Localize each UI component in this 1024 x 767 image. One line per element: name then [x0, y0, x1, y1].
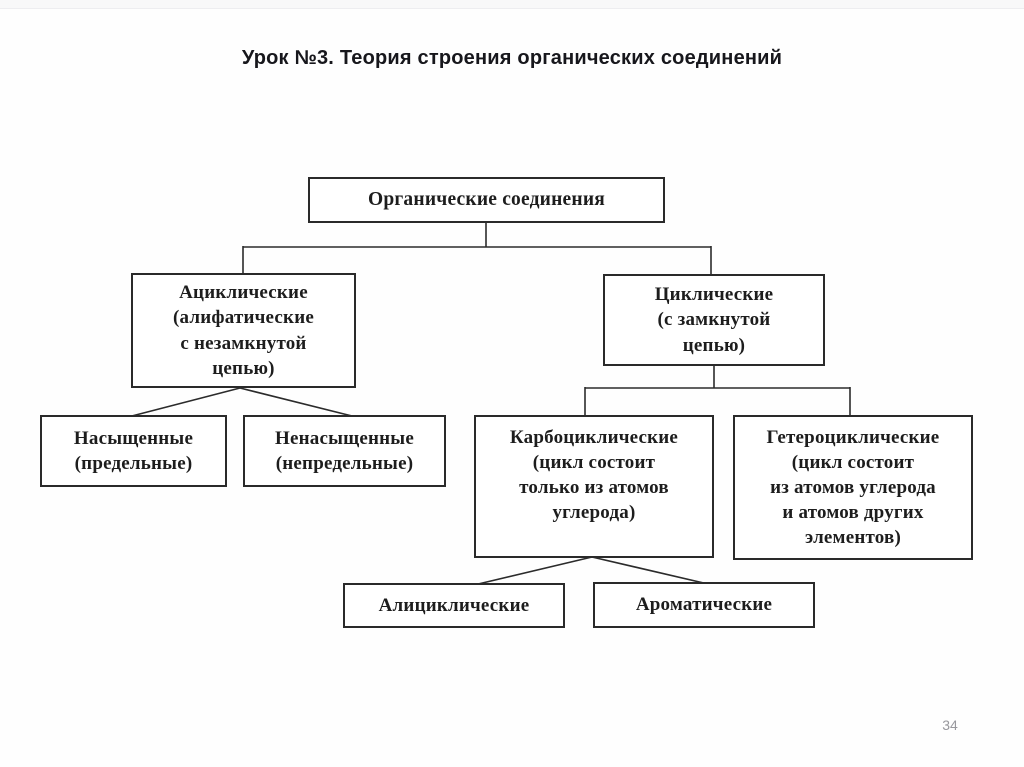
slide-title: Урок №3. Теория строения органических со… [241, 47, 783, 69]
node-carbocyclic: Карбоциклические (цикл состоит только из… [474, 415, 714, 558]
page-number: 34 [942, 717, 958, 733]
node-cyclic: Циклические (с замкнутой цепью) [603, 274, 825, 366]
node-heterocyclic: Гетероциклические (цикл состоит из атомо… [733, 415, 973, 560]
node-aromatic: Ароматические [593, 582, 815, 628]
node-unsaturated: Ненасыщенные (непредельные) [243, 415, 446, 487]
node-acyclic: Ациклические (алифатические с незамкнуто… [131, 273, 356, 388]
node-saturated: Насыщенные (предельные) [40, 415, 227, 487]
node-alicyclic: Алициклические [343, 583, 565, 628]
node-organic-compounds: Органические соединения [308, 177, 665, 223]
slide-edge-divider [0, 0, 1024, 9]
